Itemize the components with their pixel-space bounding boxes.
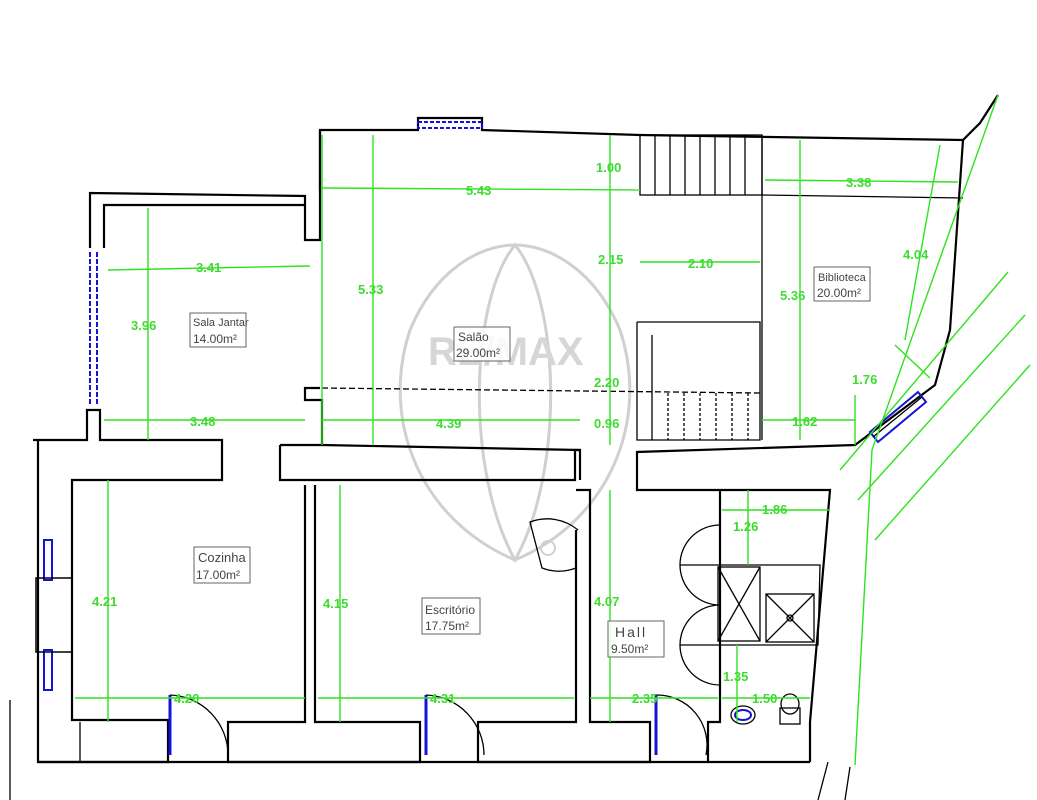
upper-staircase [654,135,746,195]
room-area: 14.00m² [193,332,237,346]
room-area: 17.00m² [196,568,240,582]
dim-gap-220: 2.20 [594,375,619,390]
dim-biblioteca-width-top: 3.38 [846,175,871,190]
dim-gap-215: 2.15 [598,252,623,267]
dim-wc-width: 1.86 [762,502,787,517]
dim-salao-bottom-width: 4.39 [436,416,461,431]
dim-escritorio-height: 4.15 [323,596,348,611]
dim-bay-width: 1.76 [852,372,877,387]
dim-sala-jantar-height: 3.96 [131,318,156,333]
room-name: Escritório [425,603,475,617]
dim-biblioteca-height: 5.36 [780,288,805,303]
room-name: Sala Jantar [193,317,249,329]
room-area: 9.50m² [611,642,648,656]
room-name: Cozinha [198,550,246,565]
remax-watermark: RE/MAX [398,242,632,564]
dim-hall-width: 2.35 [632,691,657,706]
room-label-biblioteca: Biblioteca 20.00m² [813,266,871,302]
dimension-labels: 5.43 1.00 3.38 3.41 5.33 2.15 2.10 4.04 … [92,160,929,706]
dim-salao-top-width: 5.43 [466,183,491,198]
dim-biblioteca-diag: 4.04 [903,247,929,262]
room-label-escritorio: Escritório 17.75m² [421,597,481,635]
dim-cozinha-height: 4.21 [92,594,117,609]
dim-sala-jantar-width-top: 3.41 [196,260,221,275]
lower-staircase [667,393,749,440]
dim-wc-lower-width: 1.50 [752,691,777,706]
room-area: 29.00m² [456,346,500,360]
dim-sala-jantar-width-bottom: 3.48 [190,414,215,429]
room-name: Hall [615,624,647,640]
dim-hall-height: 4.07 [594,594,619,609]
room-name: Biblioteca [818,272,867,284]
dim-salao-height: 5.33 [358,282,383,297]
dimension-lines [75,94,1031,766]
entrance-doors [168,694,708,756]
dim-wc-depth: 1.26 [733,519,758,534]
dim-wc-lower: 1.35 [723,669,748,684]
room-label-cozinha: Cozinha 17.00m² [193,546,251,584]
outer-walls [9,94,999,800]
windows [35,121,928,691]
room-area: 17.75m² [425,619,469,633]
room-name: Salão [458,330,489,344]
dim-gap-096: 0.96 [594,416,619,431]
room-area: 20.00m² [817,286,861,300]
dim-stair-width: 2.10 [688,256,713,271]
dim-stair-depth: 1.00 [596,160,621,175]
room-label-sala-jantar: Sala Jantar 14.00m² [189,312,249,348]
room-label-salao: Salão 29.00m² [453,326,511,362]
dim-cozinha-width: 4.20 [174,691,199,706]
dim-biblioteca-bottom: 1.62 [792,414,817,429]
stairs-and-partitions [321,134,964,725]
dim-escritorio-width: 4.31 [430,691,455,706]
room-label-hall: Hall 9.50m² [607,620,665,658]
